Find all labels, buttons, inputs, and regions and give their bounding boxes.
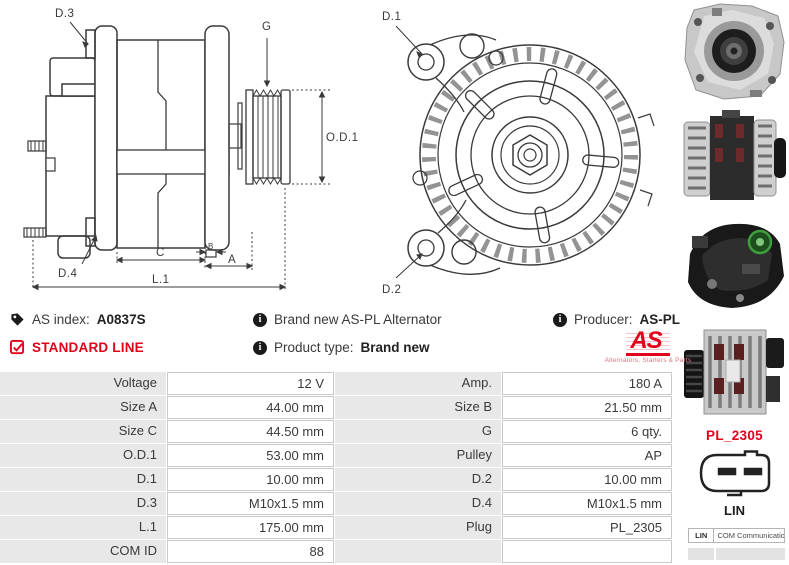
- as-pl-logo: AS Alternators, Starters & Parts: [598, 329, 698, 365]
- alternator-front-drawing: D.1 D.2: [360, 0, 680, 300]
- product-type-value: Brand new: [360, 340, 430, 355]
- dim-label-c: C: [156, 247, 165, 259]
- producer-value: AS-PL: [639, 312, 681, 327]
- spec-value: 44.00 mm: [167, 396, 334, 419]
- com-row-cell: [715, 548, 785, 560]
- spec-value: 10.00 mm: [502, 468, 672, 491]
- product-photo-front[interactable]: [682, 2, 787, 102]
- dim-label-d2: D.2: [382, 284, 401, 296]
- dim-label-g: G: [262, 21, 271, 33]
- spec-value: AP: [502, 444, 672, 467]
- spec-label: G: [335, 420, 501, 443]
- spec-value: PL_2305: [502, 516, 672, 539]
- spec-value: 175.00 mm: [167, 516, 334, 539]
- spec-value: 6 qty.: [502, 420, 672, 443]
- com-header-communication: COM Communication: [714, 528, 785, 543]
- plug-connector-drawing: [699, 450, 770, 497]
- com-header-lin: LIN: [688, 528, 715, 543]
- spec-label: COM ID: [0, 540, 166, 563]
- spec-value: [502, 540, 672, 563]
- plug-code-link[interactable]: PL_2305: [706, 428, 763, 443]
- product-type-label: Product type:: [274, 340, 354, 355]
- brand-new-text: Brand new AS-PL Alternator: [274, 312, 442, 327]
- checkbox-check-icon: [10, 340, 25, 355]
- com-row-cell: [688, 548, 714, 560]
- dim-label-l1: L.1: [152, 274, 170, 286]
- spec-label: Amp.: [335, 372, 501, 395]
- product-photo-angled[interactable]: [682, 214, 787, 314]
- spec-table: Voltage 12 V Amp. 180 A Size A 44.00 mm …: [0, 372, 673, 564]
- front-drawing-svg: D.1 D.2: [382, 11, 655, 296]
- product-photo-side[interactable]: [682, 320, 787, 420]
- producer-item: i Producer: AS-PL: [553, 312, 680, 327]
- info-icon: i: [253, 340, 267, 355]
- side-drawing-svg: D.3 G O.D.1 D.4 C B A L.1: [23, 8, 359, 291]
- spec-label: Size C: [0, 420, 166, 443]
- spec-label: D.4: [335, 492, 501, 515]
- spec-value: 53.00 mm: [167, 444, 334, 467]
- product-photo-rear[interactable]: [682, 108, 787, 208]
- spec-label: [335, 540, 501, 563]
- spec-label: Size A: [0, 396, 166, 419]
- spec-label: L.1: [0, 516, 166, 539]
- alternator-side-drawing: D.3 G O.D.1 D.4 C B A L.1: [0, 0, 360, 300]
- info-icon: i: [253, 312, 267, 327]
- info-icon: i: [553, 312, 567, 327]
- as-index-label: AS index:: [32, 312, 90, 327]
- tag-icon: [10, 312, 25, 327]
- spec-value: 10.00 mm: [167, 468, 334, 491]
- dim-label-od1: O.D.1: [326, 132, 359, 144]
- table-row: COM ID 88: [0, 540, 673, 563]
- brand-new-item: i Brand new AS-PL Alternator: [253, 312, 442, 327]
- table-row: D.3 M10x1.5 mm D.4 M10x1.5 mm: [0, 492, 673, 515]
- product-type-item: i Product type: Brand new: [253, 340, 430, 355]
- table-row: L.1 175.00 mm Plug PL_2305: [0, 516, 673, 539]
- as-index-value: A0837S: [96, 312, 146, 327]
- product-info-section: AS index: A0837S i Brand new AS-PL Alter…: [0, 303, 691, 369]
- table-row: Size A 44.00 mm Size B 21.50 mm: [0, 396, 673, 419]
- spec-label: D.2: [335, 468, 501, 491]
- as-index-item: AS index: A0837S: [10, 312, 146, 327]
- table-row: Voltage 12 V Amp. 180 A: [0, 372, 673, 395]
- dim-label-d1: D.1: [382, 11, 401, 23]
- table-row: O.D.1 53.00 mm Pulley AP: [0, 444, 673, 467]
- product-photo-gallery: PL_2305 LIN LIN COM Communication: [680, 0, 789, 565]
- spec-value: 12 V: [167, 372, 334, 395]
- dim-label-d3: D.3: [55, 8, 74, 20]
- standard-line-item: STANDARD LINE: [10, 340, 144, 355]
- table-row: D.1 10.00 mm D.2 10.00 mm: [0, 468, 673, 491]
- spec-label: Size B: [335, 396, 501, 419]
- dim-label-d4: D.4: [58, 268, 78, 280]
- spec-label: D.3: [0, 492, 166, 515]
- com-table-header: LIN COM Communication: [688, 528, 785, 543]
- table-row: Size C 44.50 mm G 6 qty.: [0, 420, 673, 443]
- dim-label-b: B: [208, 242, 213, 251]
- spec-value: 44.50 mm: [167, 420, 334, 443]
- spec-label: D.1: [0, 468, 166, 491]
- spec-value: 180 A: [502, 372, 672, 395]
- com-communication-table: LIN COM Communication: [688, 528, 785, 565]
- spec-value: M10x1.5 mm: [167, 492, 334, 515]
- com-table-row: [688, 548, 785, 560]
- spec-label: Plug: [335, 516, 501, 539]
- spec-label: Voltage: [0, 372, 166, 395]
- standard-line-label: STANDARD LINE: [32, 340, 144, 355]
- as-pl-logo-subtext: Alternators, Starters & Parts: [604, 357, 692, 364]
- spec-value: 88: [167, 540, 334, 563]
- plug-type-label: LIN: [724, 503, 745, 518]
- spec-value: M10x1.5 mm: [502, 492, 672, 515]
- as-pl-logo-text: AS: [626, 329, 670, 356]
- dim-label-a: A: [228, 254, 236, 266]
- spec-label: O.D.1: [0, 444, 166, 467]
- spec-value: 21.50 mm: [502, 396, 672, 419]
- producer-label: Producer:: [574, 312, 633, 327]
- spec-label: Pulley: [335, 444, 501, 467]
